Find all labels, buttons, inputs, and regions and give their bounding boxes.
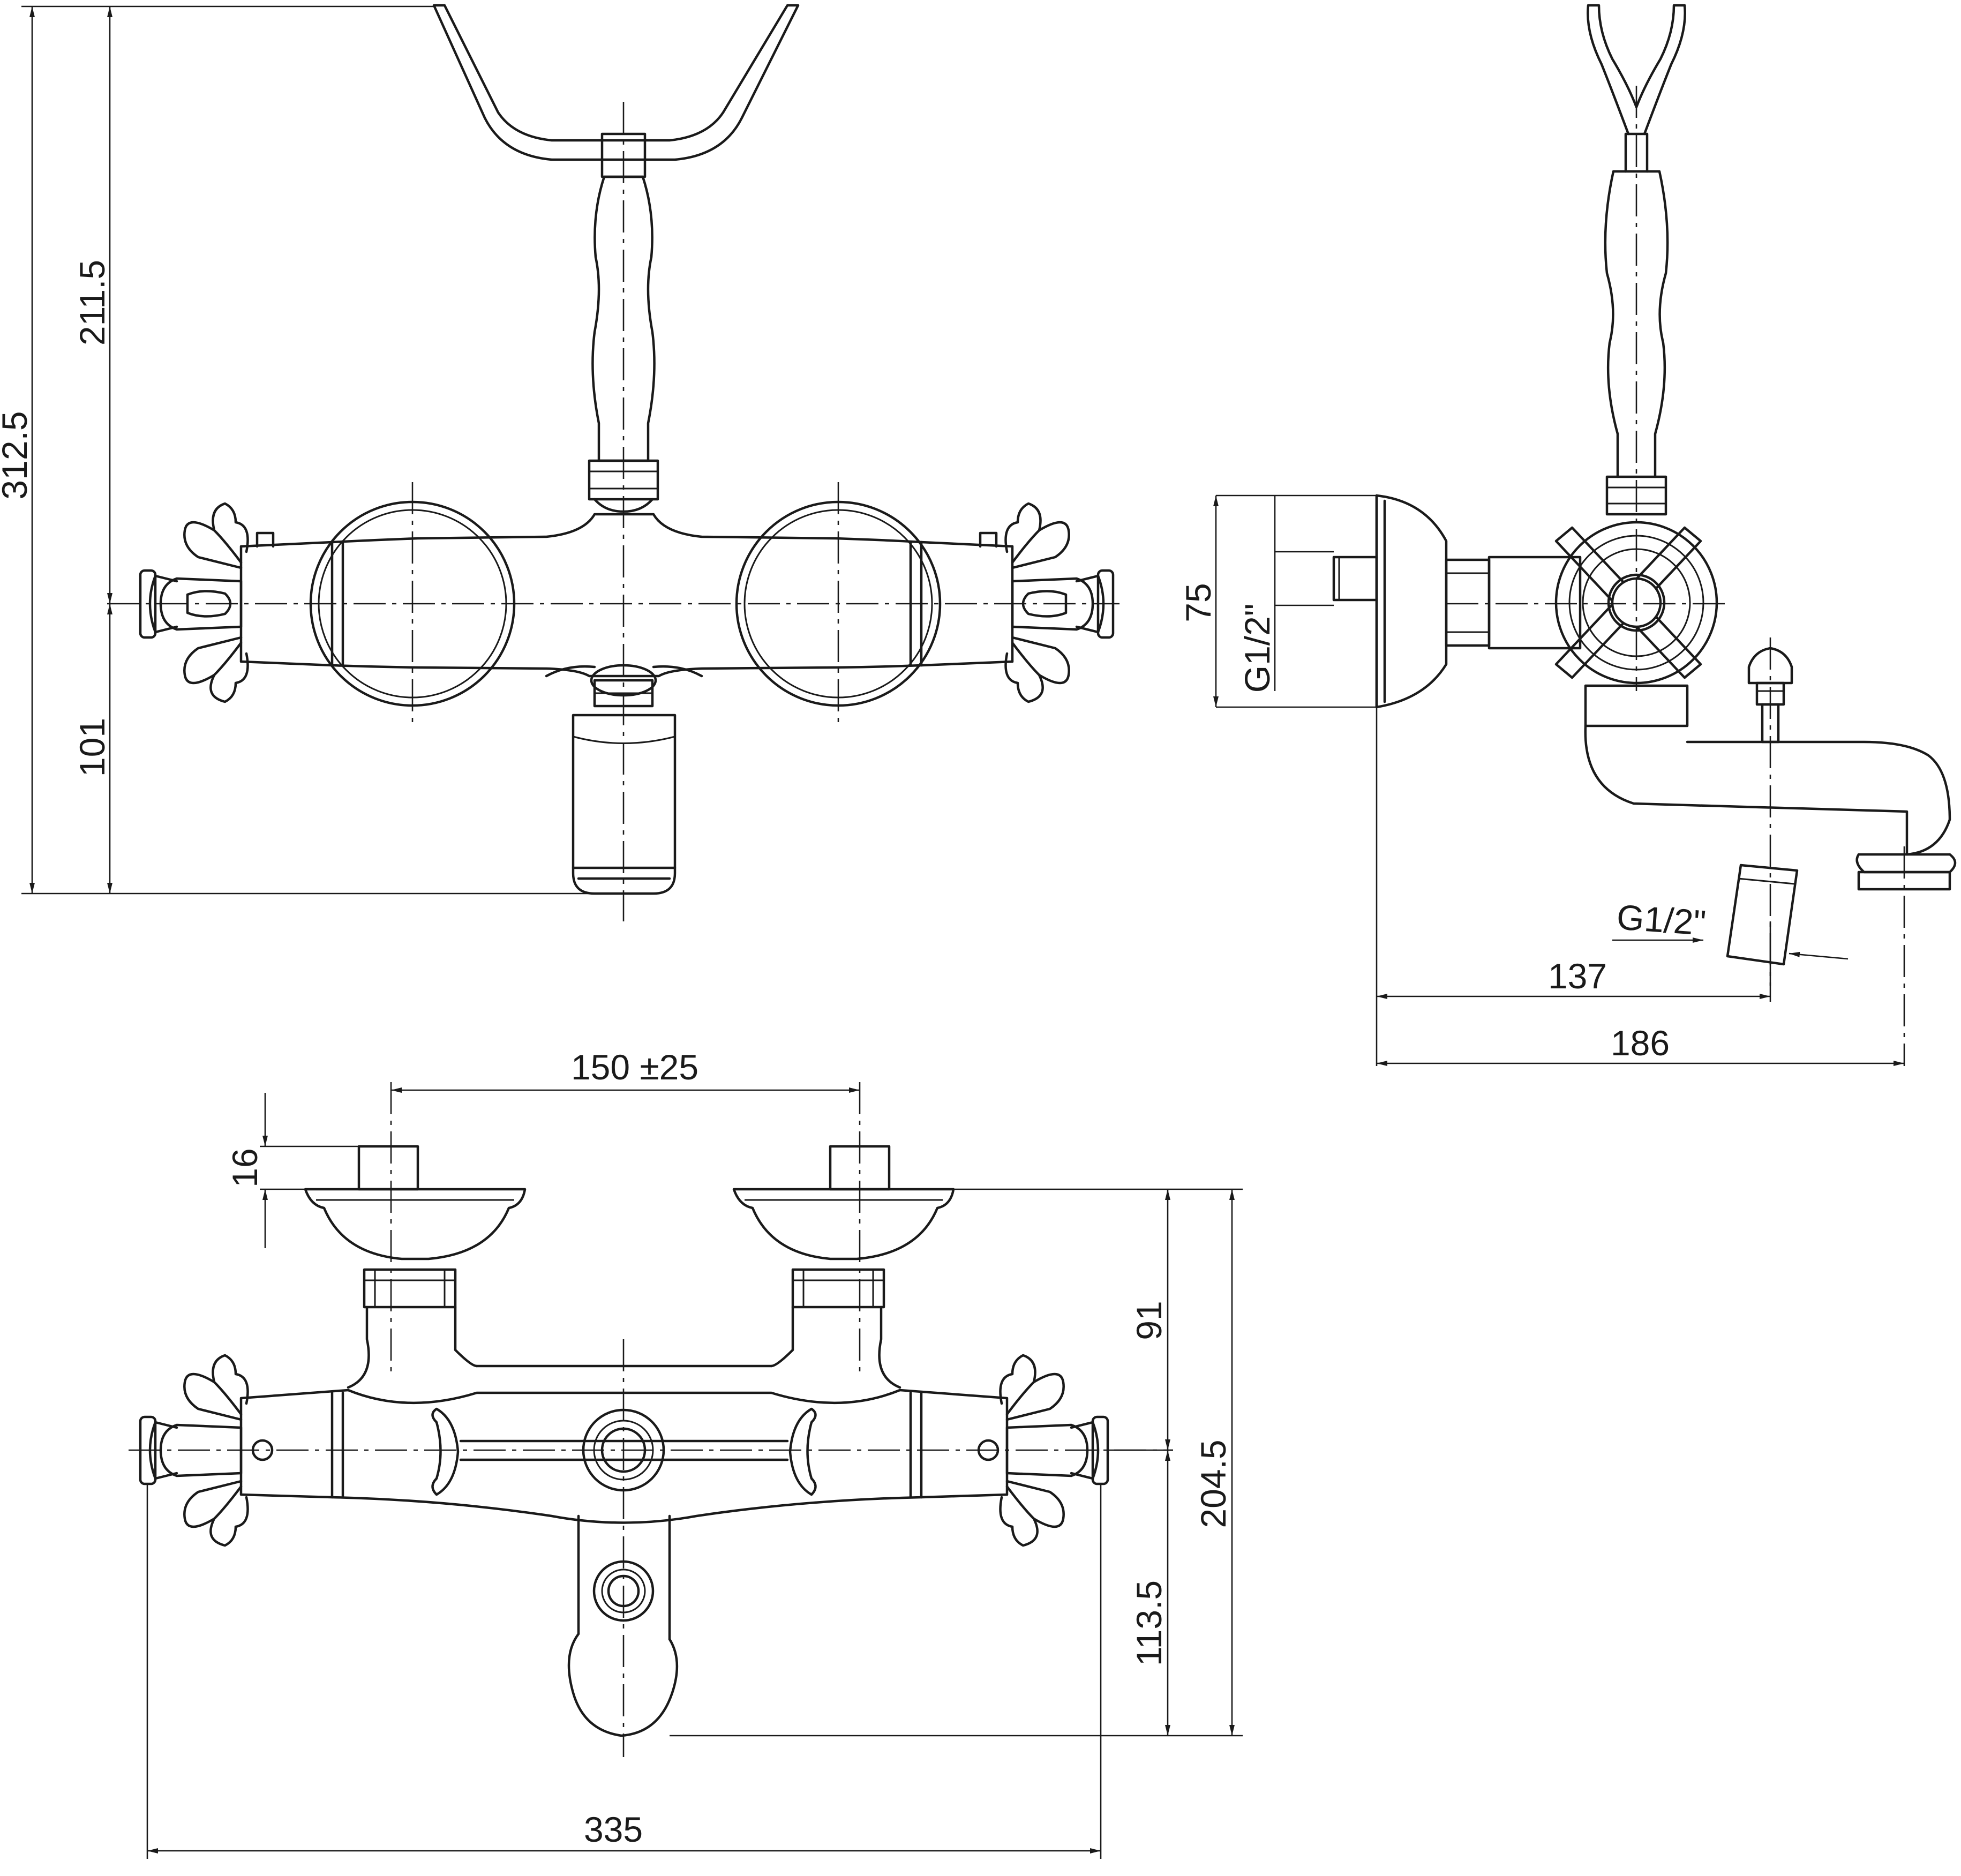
dim-spout-reach-side: 137 [1548, 956, 1607, 996]
dim-outlet-height-side: 75 [1178, 583, 1218, 622]
dim-inlet-length-bottom: 16 [225, 1148, 265, 1187]
dim-body-offset-bottom: 91 [1129, 1301, 1169, 1340]
bottom-view: 150 ±25 16 91 204.5 113.5 335 [129, 1047, 1243, 1859]
dim-lower-height-front: 101 [72, 718, 112, 777]
side-view: 75 G1/2" G1/2" 137 186 [1178, 4, 1957, 1066]
dim-spout-offset-bottom: 113.5 [1129, 1580, 1169, 1666]
dim-upper-height-front: 211.5 [72, 260, 112, 346]
dim-inlet-thread-side: G1/2" [1237, 604, 1277, 693]
dim-total-width-bottom: 335 [584, 1810, 643, 1849]
dim-inlet-spacing-bottom: 150 ±25 [571, 1047, 698, 1087]
dim-spout-thread-side: G1/2" [1616, 897, 1707, 942]
dim-total-height-front: 312.5 [0, 411, 34, 499]
dim-total-depth-side: 186 [1611, 1023, 1670, 1063]
dim-total-height-bottom: 204.5 [1193, 1439, 1233, 1528]
front-view: 312.5 211.5 101 [0, 4, 1120, 921]
